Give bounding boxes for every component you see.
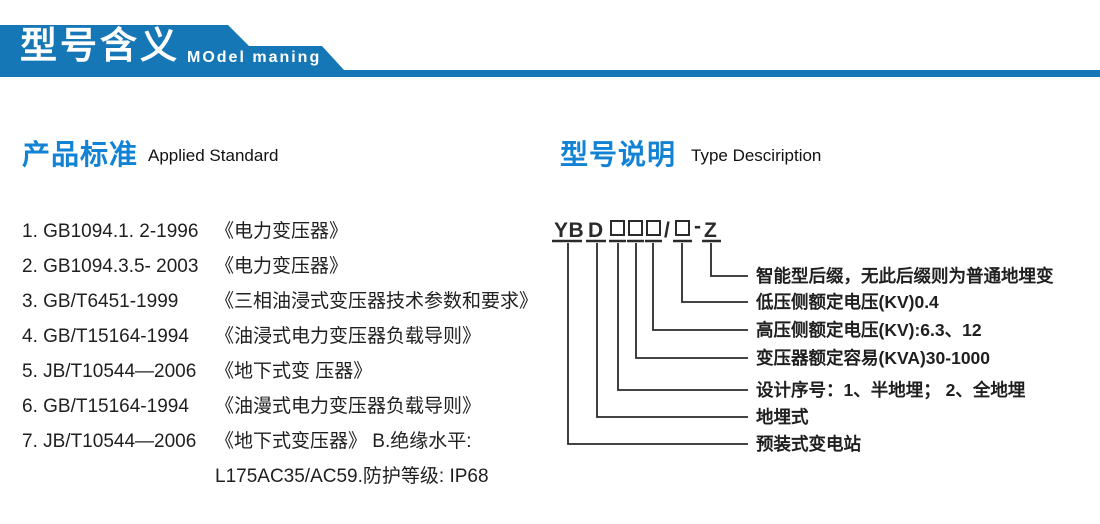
connector-box-after-slash bbox=[681, 243, 748, 303]
diagram-label-buried-type: 地埋式 bbox=[756, 407, 809, 427]
connector-box-1 bbox=[617, 243, 748, 391]
standard-title: 《电力变压器》 bbox=[215, 221, 349, 242]
code-slash: / bbox=[664, 219, 670, 242]
left-section-subtitle: Applied Standard bbox=[148, 146, 279, 165]
code-box-3 bbox=[646, 220, 661, 236]
page-title: 型号含义 bbox=[20, 25, 180, 66]
standard-code: 1. GB1094.1. 2-1996 bbox=[22, 221, 199, 242]
list-item-continuation: L175AC35/AC59.防护等级: IP68 bbox=[22, 459, 552, 494]
diagram-label-prefab-substation: 预装式变电站 bbox=[756, 434, 861, 454]
standard-title: 《油浸式电力变压器负载导则》 bbox=[215, 326, 482, 347]
left-section-title: 产品标准 bbox=[22, 139, 139, 170]
standard-title: 《油漫式电力变压器负载导则》 bbox=[215, 396, 482, 417]
code-prefix: YB bbox=[554, 219, 584, 242]
code-type-letter: D bbox=[588, 219, 603, 242]
model-code-diagram: YB D / - Z bbox=[552, 215, 748, 445]
code-box-1 bbox=[610, 220, 625, 236]
banner-polygon bbox=[0, 25, 1100, 77]
list-item: 6. GB/T15164-1994 《油漫式电力变压器负载导则》 bbox=[22, 389, 552, 424]
standard-code: 6. GB/T15164-1994 bbox=[22, 396, 189, 417]
standard-title: 《地下式变 压器》 bbox=[215, 361, 373, 382]
list-item: 1. GB1094.1. 2-1996 《电力变压器》 bbox=[22, 214, 552, 249]
standard-title: 《地下式变压器》 B.绝缘水平: bbox=[215, 431, 472, 452]
banner-shape bbox=[0, 25, 1100, 77]
standard-code: 4. GB/T15164-1994 bbox=[22, 326, 189, 347]
connector-lines bbox=[567, 243, 748, 445]
standard-code bbox=[22, 459, 215, 494]
connector-suffix-Z bbox=[710, 243, 748, 277]
right-section-subtitle: Type Desciription bbox=[691, 146, 822, 165]
code-box-4 bbox=[675, 220, 690, 236]
diagram-label-high-voltage: 高压侧额定电压(KV):6.3、12 bbox=[756, 320, 982, 340]
diagram-label-low-voltage: 低压侧额定电压(KV)0.4 bbox=[756, 292, 939, 312]
standard-code: 3. GB/T6451-1999 bbox=[22, 291, 179, 312]
list-item: 3. GB/T6451-1999 《三相油浸式变压器技术参数和要求》 bbox=[22, 284, 552, 319]
standard-code: 5. JB/T10544—2006 bbox=[22, 361, 197, 382]
standard-code: 2. GB1094.3.5- 2003 bbox=[22, 256, 199, 277]
code-dash: - bbox=[694, 215, 701, 238]
standard-code: 7. JB/T10544—2006 bbox=[22, 431, 197, 452]
connector-box-2 bbox=[635, 243, 748, 359]
list-item: 2. GB1094.3.5- 2003 《电力变压器》 bbox=[22, 249, 552, 284]
diagram-label-design-serial: 设计序号：1、半地埋； 2、全地埋 bbox=[756, 380, 1026, 400]
diagram-label-smart-suffix: 智能型后缀，无此后缀则为普通地埋变 bbox=[756, 266, 1054, 286]
standards-list: 1. GB1094.1. 2-1996 《电力变压器》 2. GB1094.3.… bbox=[22, 214, 552, 494]
connector-prefix-YB bbox=[567, 243, 748, 445]
connector-box-3 bbox=[652, 243, 748, 331]
code-suffix: Z bbox=[704, 219, 717, 242]
page-title-en: MOdel maning bbox=[187, 49, 322, 66]
connector-letter-D bbox=[596, 243, 748, 418]
standard-title: 《三相油浸式变压器技术参数和要求》 bbox=[215, 291, 539, 312]
diagram-label-rated-capacity: 变压器额定容易(KVA)30-1000 bbox=[756, 348, 991, 368]
code-box-2 bbox=[628, 220, 643, 236]
list-item: 5. JB/T10544—2006 《地下式变 压器》 bbox=[22, 354, 552, 389]
standard-title: L175AC35/AC59.防护等级: IP68 bbox=[215, 466, 489, 487]
standard-title: 《电力变压器》 bbox=[215, 256, 349, 277]
list-item: 4. GB/T15164-1994 《油浸式电力变压器负载导则》 bbox=[22, 319, 552, 354]
right-section-title: 型号说明 bbox=[560, 139, 677, 170]
list-item: 7. JB/T10544—2006 《地下式变压器》 B.绝缘水平: bbox=[22, 424, 552, 459]
